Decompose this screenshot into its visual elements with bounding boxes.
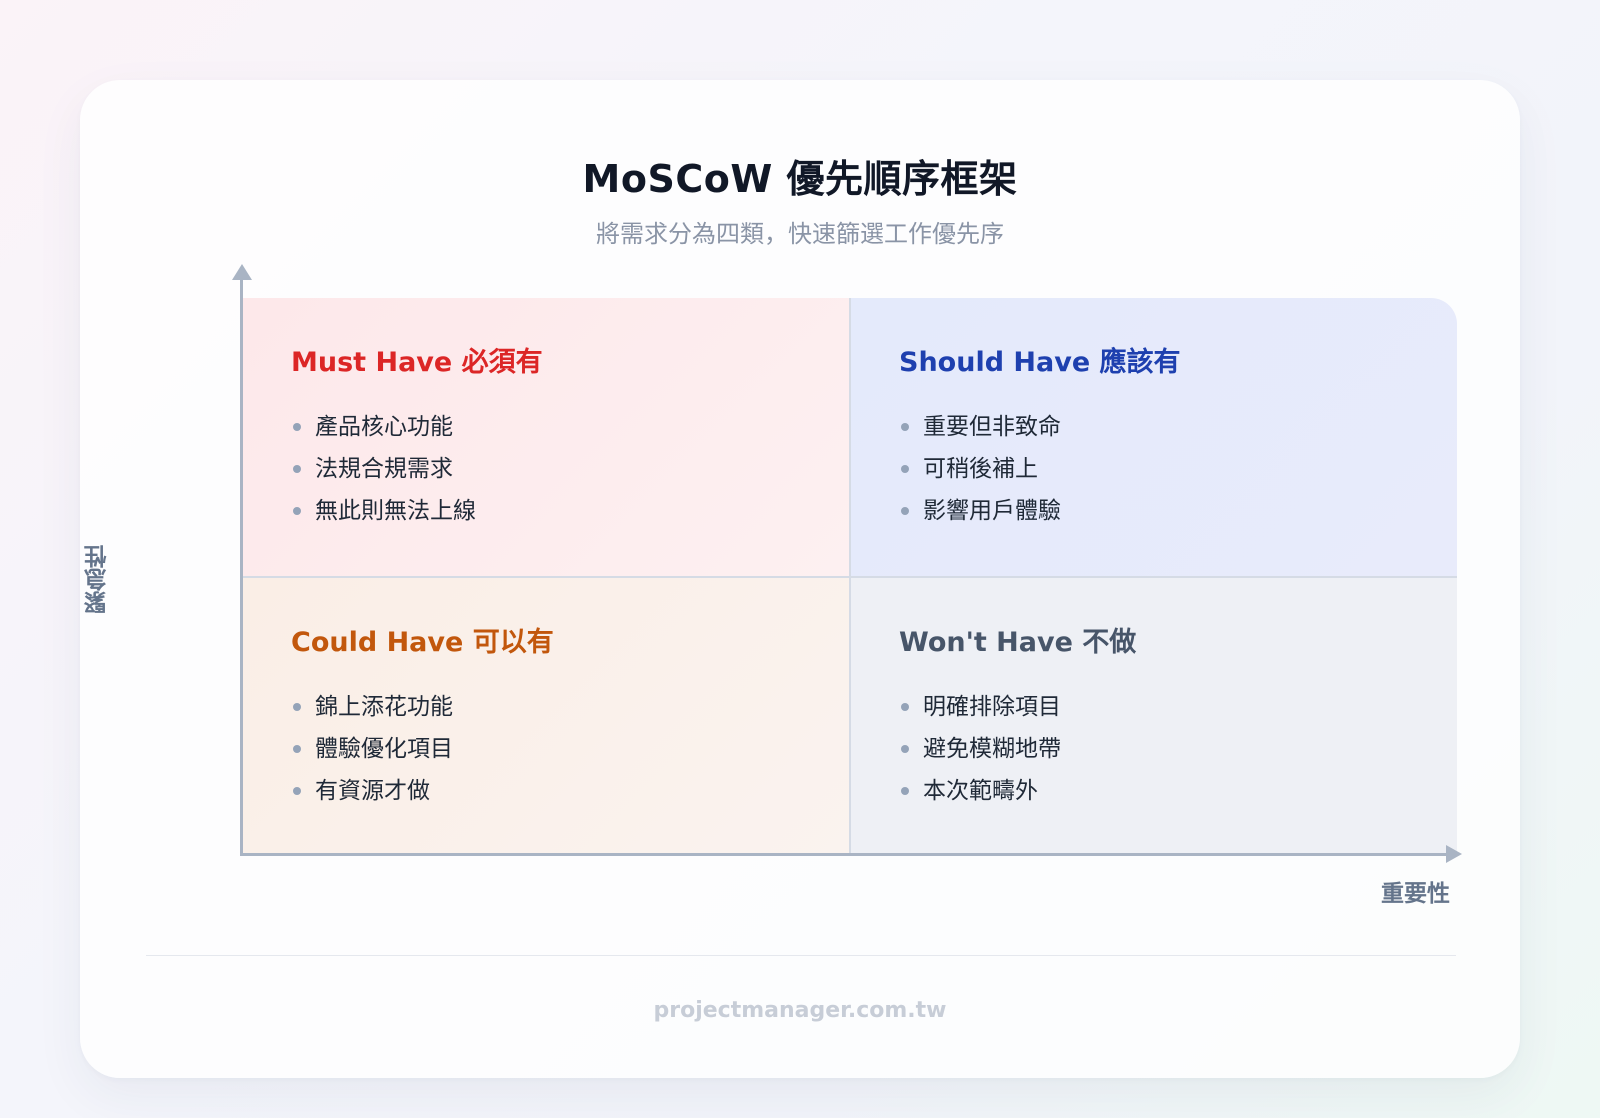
list-item-text: 法規合規需求 [315,456,453,482]
quadrant-list: 重要但非致命 可稍後補上 影響用戶體驗 [899,406,1457,532]
bullet-icon [293,745,301,753]
vertical-divider [849,298,851,853]
quadrant-should-have: Should Have 應該有 重要但非致命 可稍後補上 影響用戶體驗 [851,298,1457,576]
bullet-icon [293,465,301,473]
page-title: MoSCoW 優先順序框架 [582,157,1018,201]
quadrant-list: 錦上添花功能 體驗優化項目 有資源才做 [291,686,849,812]
x-axis-label: 重要性 [1381,881,1450,907]
list-item: 錦上添花功能 [291,686,849,728]
quadrant-list: 產品核心功能 法規合規需求 無此則無法上線 [291,406,849,532]
list-item: 本次範疇外 [899,770,1457,812]
quadrant-title: Must Have 必須有 [291,347,543,378]
list-item-text: 避免模糊地帶 [923,736,1061,762]
bullet-icon [901,423,909,431]
bullet-icon [901,745,909,753]
quadrant-must-have: Must Have 必須有 產品核心功能 法規合規需求 無此則無法上線 [243,298,849,576]
list-item-text: 重要但非致命 [923,414,1061,440]
arrow-right-icon [1446,845,1462,863]
y-axis-line [240,278,243,856]
page-subtitle: 將需求分為四類，快速篩選工作優先序 [596,220,1004,248]
bullet-icon [901,703,909,711]
horizontal-divider [243,576,1457,578]
list-item: 影響用戶體驗 [899,490,1457,532]
list-item: 重要但非致命 [899,406,1457,448]
arrow-up-icon [232,264,252,280]
list-item-text: 有資源才做 [315,778,430,804]
list-item: 無此則無法上線 [291,490,849,532]
list-item-text: 影響用戶體驗 [923,498,1061,524]
list-item-text: 錦上添花功能 [315,694,453,720]
quadrant-wont-have: Won't Have 不做 明確排除項目 避免模糊地帶 本次範疇外 [851,578,1457,853]
bullet-icon [901,465,909,473]
footer-divider [146,955,1456,956]
bullet-icon [293,423,301,431]
list-item-text: 可稍後補上 [923,456,1038,482]
list-item: 產品核心功能 [291,406,849,448]
list-item-text: 本次範疇外 [923,778,1038,804]
list-item-text: 產品核心功能 [315,414,453,440]
quadrant-title: Should Have 應該有 [899,347,1181,378]
bullet-icon [293,787,301,795]
bullet-icon [293,507,301,515]
list-item: 有資源才做 [291,770,849,812]
quadrant-list: 明確排除項目 避免模糊地帶 本次範疇外 [899,686,1457,812]
y-axis-label: 緊急性 [85,545,111,614]
x-axis-line [240,853,1450,856]
list-item: 明確排除項目 [899,686,1457,728]
footer-url: projectmanager.com.tw [653,998,947,1023]
quadrant-could-have: Could Have 可以有 錦上添花功能 體驗優化項目 有資源才做 [243,578,849,853]
list-item-text: 體驗優化項目 [315,736,453,762]
quadrant-title: Won't Have 不做 [899,627,1137,658]
bullet-icon [901,507,909,515]
list-item-text: 無此則無法上線 [315,498,476,524]
list-item: 體驗優化項目 [291,728,849,770]
bullet-icon [293,703,301,711]
list-item-text: 明確排除項目 [923,694,1061,720]
list-item: 可稍後補上 [899,448,1457,490]
list-item: 避免模糊地帶 [899,728,1457,770]
bullet-icon [901,787,909,795]
quadrant-title: Could Have 可以有 [291,627,554,658]
list-item: 法規合規需求 [291,448,849,490]
